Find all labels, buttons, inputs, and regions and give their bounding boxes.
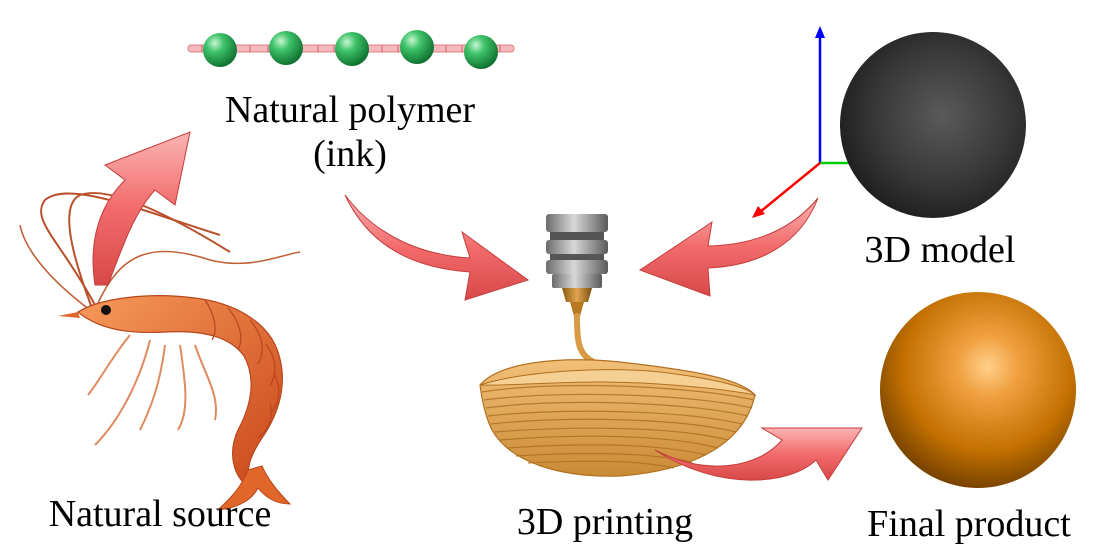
shrimp-icon — [19, 192, 301, 511]
arrow-source-to-polymer — [92, 131, 191, 286]
natural-polymer-label: Natural polymer (ink) — [205, 88, 495, 176]
arrow-printer-to-product — [654, 427, 863, 481]
xyz-axes-icon — [752, 26, 850, 218]
printing-3d-label: 3D printing — [516, 501, 694, 543]
sphere-model-icon — [840, 32, 1026, 218]
product-sphere-icon — [880, 292, 1076, 488]
natural-source-label: Natural source — [48, 493, 272, 535]
arrow-model-to-printer — [638, 197, 819, 297]
curved-arrow-icon — [92, 131, 863, 481]
final-product-label: Final product — [867, 503, 1071, 545]
natural-polymer-label-line2: (ink) — [313, 133, 387, 175]
printer-nozzle-icon — [546, 214, 621, 373]
printed-bowl-icon — [479, 359, 757, 477]
model-3d-label: 3D model — [864, 229, 1016, 271]
natural-polymer-label-line1: Natural polymer — [224, 89, 476, 131]
arrow-polymer-to-printer — [344, 194, 530, 301]
polymer-chain-icon — [187, 30, 515, 69]
